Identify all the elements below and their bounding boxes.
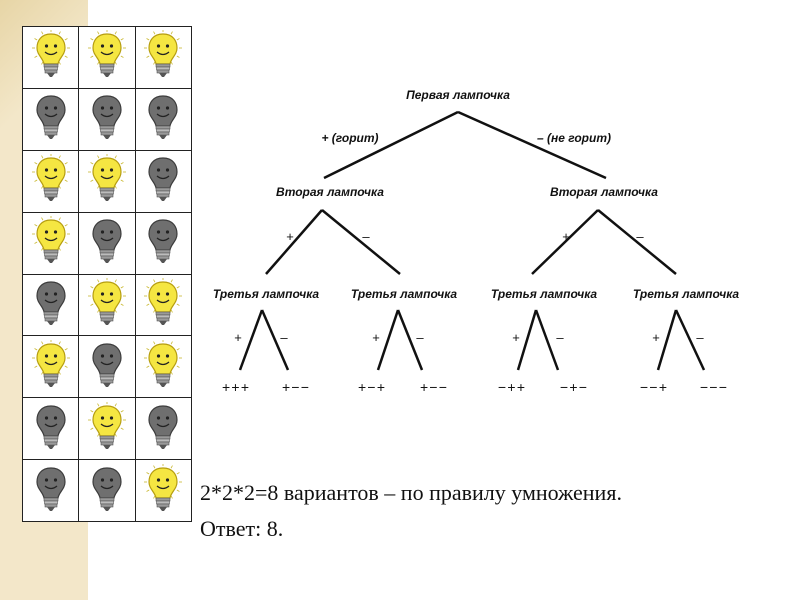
sign-plus: + xyxy=(512,330,520,345)
lit-bulb-icon xyxy=(144,277,183,325)
lit-bulb-icon xyxy=(144,339,183,387)
level3-label-4: Третья лампочка xyxy=(633,287,740,301)
caption-rule: 2*2*2=8 вариантов – по правилу умножения… xyxy=(200,480,622,505)
bulb-row xyxy=(21,335,193,399)
unlit-bulb-icon xyxy=(36,466,66,511)
lit-bulb-icon xyxy=(87,401,126,449)
sign-minus: – xyxy=(556,330,564,345)
level2-label-left: Вторая лампочка xyxy=(276,185,384,199)
bulb-cell xyxy=(21,397,80,461)
result-7: −−+ xyxy=(640,381,668,397)
sign-plus: + xyxy=(562,229,570,244)
unlit-bulb-icon xyxy=(148,157,178,202)
sign-minus: – xyxy=(416,330,424,345)
lit-bulb-icon xyxy=(144,463,183,511)
result-2: +−− xyxy=(282,381,310,397)
lit-bulb-icon xyxy=(87,30,126,78)
bulb-cell xyxy=(21,26,80,89)
level3-label-2: Третья лампочка xyxy=(351,287,458,301)
bulb-cell xyxy=(134,397,193,461)
level3-label-1: Третья лампочка xyxy=(213,287,320,301)
result-3: +−+ xyxy=(358,381,386,397)
bulb-cell xyxy=(21,87,80,151)
lit-bulb-icon xyxy=(87,277,126,325)
bulb-combinations-table xyxy=(21,26,193,522)
unlit-bulb-icon xyxy=(36,405,66,449)
bulb-cell xyxy=(21,459,80,522)
branch-on-label: + (горит) xyxy=(321,131,378,145)
sign-plus: + xyxy=(286,229,294,244)
bulb-cell xyxy=(134,273,193,337)
sign-minus: – xyxy=(636,229,644,244)
bulb-row xyxy=(21,397,193,461)
sign-plus: + xyxy=(372,330,380,345)
result-6: −+− xyxy=(560,381,588,397)
sign-minus: – xyxy=(280,330,288,345)
lit-bulb-icon xyxy=(31,30,70,78)
unlit-bulb-icon xyxy=(36,95,66,140)
sign-minus: – xyxy=(362,229,370,244)
lit-bulb-icon xyxy=(144,30,183,78)
bulb-cell xyxy=(134,211,193,275)
unlit-bulb-icon xyxy=(36,281,66,325)
level2-label-right: Вторая лампочка xyxy=(550,185,658,199)
bulb-cell xyxy=(78,211,136,275)
bulb-cell xyxy=(134,26,193,89)
unlit-bulb-icon xyxy=(92,343,122,387)
branch-off-label: – (не горит) xyxy=(537,131,611,145)
tree-edges xyxy=(238,110,706,371)
result-5: −++ xyxy=(498,381,526,397)
unlit-bulb-icon xyxy=(148,95,178,140)
unlit-bulb-icon xyxy=(92,466,122,511)
bulb-cell xyxy=(78,87,136,151)
bulb-cell xyxy=(78,459,136,522)
unlit-bulb-icon xyxy=(148,219,178,264)
result-4: +−− xyxy=(420,381,448,397)
unlit-bulb-icon xyxy=(92,219,122,264)
bulb-cell xyxy=(21,335,80,399)
bulb-row xyxy=(21,87,193,151)
bulb-cell xyxy=(134,459,193,522)
bulb-cell xyxy=(78,397,136,461)
caption-answer: Ответ: 8. xyxy=(200,516,284,541)
sign-plus: + xyxy=(234,330,242,345)
bulb-cell xyxy=(134,149,193,213)
bulb-row xyxy=(21,273,193,337)
lit-bulb-icon xyxy=(87,154,126,202)
bulb-cell xyxy=(21,211,80,275)
result-8: −−− xyxy=(700,381,728,397)
bulb-cell xyxy=(134,335,193,399)
level3-label-3: Третья лампочка xyxy=(491,287,598,301)
bulb-row xyxy=(21,211,193,275)
bulb-row xyxy=(21,459,193,522)
result-1: +++ xyxy=(222,381,250,397)
lit-bulb-icon xyxy=(31,216,70,264)
lit-bulb-icon xyxy=(31,154,70,202)
unlit-bulb-icon xyxy=(92,95,122,140)
sign-minus: – xyxy=(696,330,704,345)
root-label: Первая лампочка xyxy=(406,88,510,102)
sign-plus: + xyxy=(652,330,660,345)
unlit-bulb-icon xyxy=(148,405,178,449)
lit-bulb-icon xyxy=(31,339,70,387)
